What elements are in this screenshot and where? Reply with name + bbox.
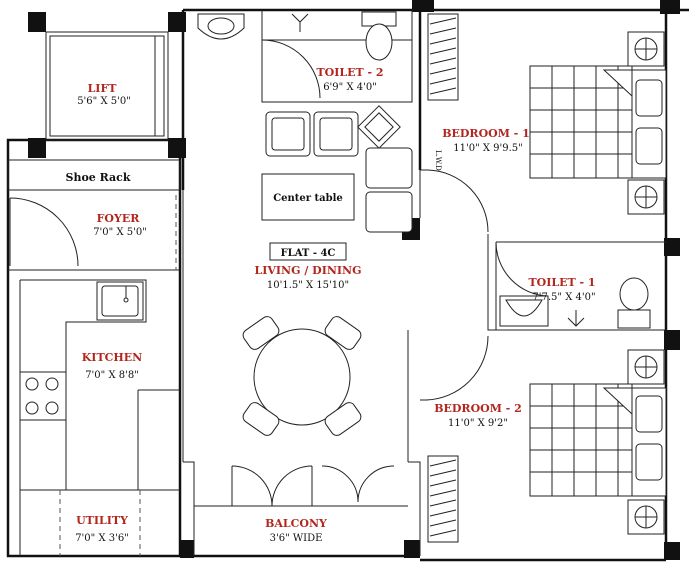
- bedroom2-dim: 11'0" X 9'2": [448, 418, 508, 429]
- lift-dim: 5'6" X 5'0": [77, 96, 131, 107]
- living-dim: 10'1.5" X 15'10": [267, 280, 349, 291]
- toilet2-name: TOILET - 2: [316, 66, 383, 79]
- foyer-dim: 7'0" X 5'0": [93, 227, 147, 238]
- toilet1-name: TOILET - 1: [528, 276, 595, 289]
- bedroom-2: BEDROOM - 2 11'0" X 9'2": [420, 335, 667, 543]
- shoe-rack-label: Shoe Rack: [66, 171, 131, 184]
- foyer: FOYER 7'0" X 5'0": [8, 195, 180, 271]
- wardrobe-label: L.W.D: [434, 150, 442, 171]
- balcony: BALCONY 3'6" WIDE: [194, 465, 408, 544]
- shoe-rack: Shoe Rack: [7, 159, 181, 191]
- toilet1-dim: 7'7.5" X 4'0": [532, 292, 595, 303]
- kitchen-dim: 7'0" X 8'8": [85, 370, 139, 381]
- flat-label: FLAT - 4C: [281, 248, 336, 259]
- lift-name: LIFT: [88, 82, 118, 95]
- utility-dim: 7'0" X 3'6": [75, 533, 129, 544]
- bedroom1-name: BEDROOM - 1: [442, 127, 530, 140]
- toilet2-dim: 6'9" X 4'0": [323, 82, 377, 93]
- center-table-label: Center table: [273, 193, 343, 204]
- bedroom2-name: BEDROOM - 2: [434, 402, 522, 415]
- lift: LIFT 5'6" X 5'0": [45, 31, 169, 141]
- living-dining: Center table FLAT - 4C LIVING / DINING 1…: [182, 105, 421, 556]
- toilet-1: TOILET - 1 7'7.5" X 4'0": [487, 234, 666, 331]
- balcony-name: BALCONY: [265, 517, 327, 530]
- kitchen-name: KITCHEN: [82, 351, 142, 364]
- bedroom-1: L.W.D BEDROOM - 1 11'0" X 9'9.5": [420, 13, 667, 233]
- wash-basin: [197, 13, 245, 40]
- balcony-dim: 3'6" WIDE: [270, 533, 323, 544]
- living-name: LIVING / DINING: [254, 264, 361, 277]
- utility: UTILITY 7'0" X 3'6": [20, 489, 180, 556]
- toilet-2: TOILET - 2 6'9" X 4'0": [261, 10, 413, 103]
- foyer-name: FOYER: [97, 212, 141, 225]
- bedroom1-dim: 11'0" X 9'9.5": [453, 143, 523, 154]
- kitchen: KITCHEN 7'0" X 8'8": [19, 279, 180, 556]
- utility-name: UTILITY: [76, 514, 128, 527]
